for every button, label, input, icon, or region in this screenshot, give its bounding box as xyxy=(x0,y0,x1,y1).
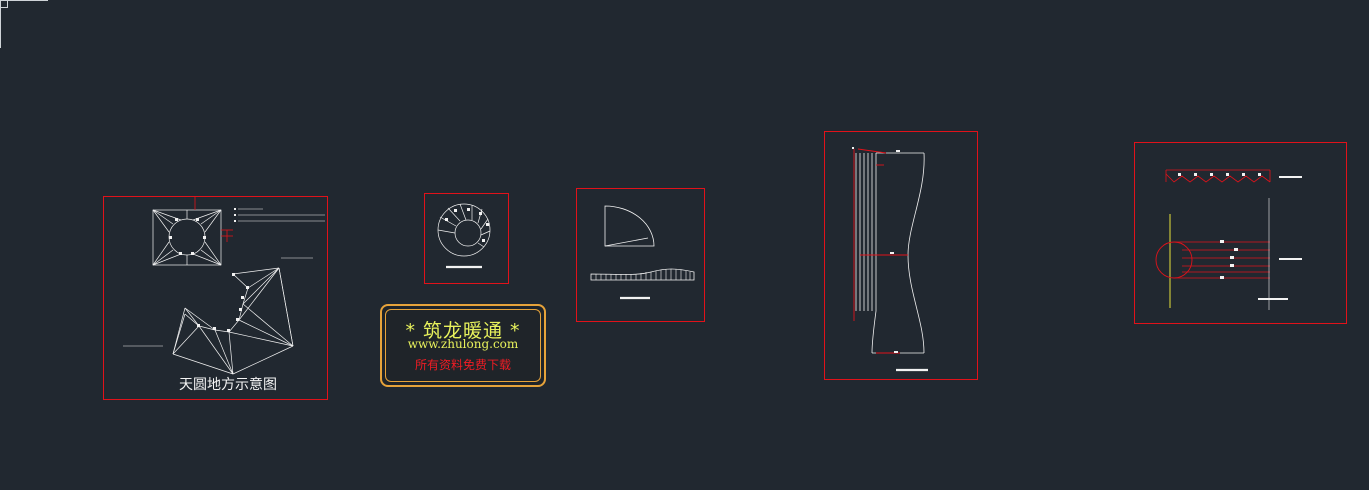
panel-ring-drawing xyxy=(437,203,491,269)
logo-slogan: 所有资料免费下载 xyxy=(414,358,511,372)
panel-tianyuan-title: 天圆地方示意图 xyxy=(179,377,277,393)
panel-ring-frame[interactable] xyxy=(424,193,509,284)
panel-sector-frame[interactable] xyxy=(576,188,705,322)
panel-elevation-drawing xyxy=(852,147,928,372)
zhulong-watermark-logo: * 筑龙暖通 * www.zhulong.com 所有资料免费下载 xyxy=(380,304,546,387)
logo-title: * 筑龙暖通 * xyxy=(405,320,521,342)
panel-sector-drawing xyxy=(590,205,695,300)
panel-section-drawing xyxy=(1155,169,1302,310)
panel-tianyuan-drawing xyxy=(123,196,325,375)
panel-elevation-frame[interactable] xyxy=(824,131,978,380)
logo-url: www.zhulong.com xyxy=(407,337,519,351)
panel-tianyuan-frame[interactable] xyxy=(103,196,328,400)
panel-section-frame[interactable] xyxy=(1134,142,1347,324)
logo-inner-border xyxy=(385,309,541,382)
